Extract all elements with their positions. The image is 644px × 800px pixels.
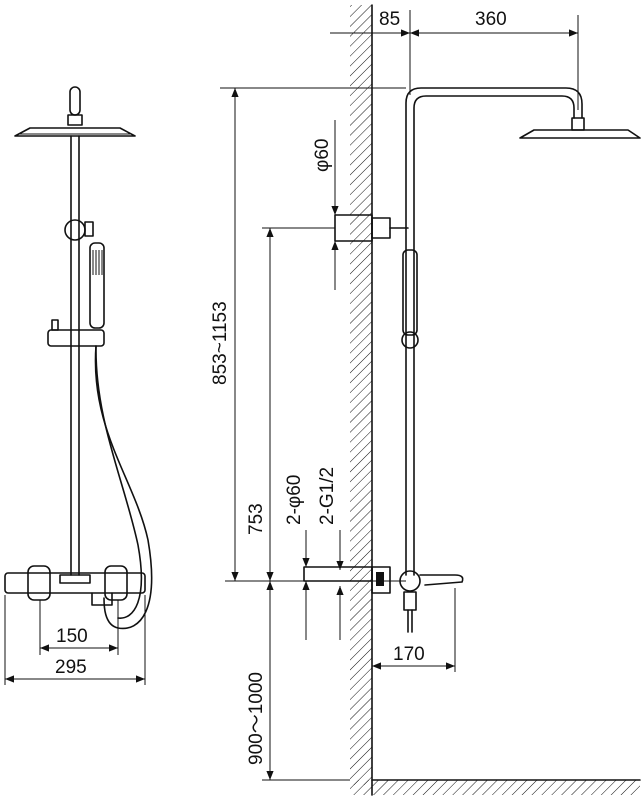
side-mixer-valve — [303, 566, 464, 633]
dim-spout-reach: 170 — [393, 644, 425, 665]
side-dimensions: 85 360 853~1153 φ60 753 2-φ60 2-G1/2 — [210, 9, 579, 781]
side-riser-pipe — [405, 87, 583, 576]
front-slide-holder — [47, 319, 105, 347]
front-view: 150 295 — [4, 86, 153, 685]
dim-cover-dia: 2-φ60 — [284, 475, 305, 525]
front-shower-head — [14, 86, 136, 137]
front-hose — [94, 345, 153, 630]
front-dimensions: 150 295 — [4, 595, 146, 685]
dim-arm-reach: 360 — [475, 9, 507, 30]
side-shower-head — [519, 117, 641, 139]
dim-install-height: 900～1000 — [246, 672, 267, 765]
wall-section — [350, 4, 373, 796]
front-mixer-valve — [4, 565, 146, 606]
dim-head-height: 853~1153 — [210, 301, 231, 385]
front-riser-pipe — [70, 135, 80, 576]
dim-outer-width: 295 — [55, 657, 87, 678]
dim-inner-width: 150 — [56, 626, 88, 647]
dim-bracket-height: 753 — [246, 503, 267, 535]
wall-bracket — [334, 214, 409, 242]
side-view: 85 360 853~1153 φ60 753 2-φ60 2-G1/2 — [210, 4, 641, 796]
dim-thread: 2-G1/2 — [317, 467, 338, 525]
floor-section — [350, 779, 641, 795]
front-hand-shower — [89, 242, 105, 329]
side-hand-shower — [401, 249, 419, 349]
dim-wall-bracket-dia: φ60 — [312, 139, 333, 172]
dim-wall-offset: 85 — [379, 9, 400, 30]
front-diverter — [64, 219, 94, 241]
